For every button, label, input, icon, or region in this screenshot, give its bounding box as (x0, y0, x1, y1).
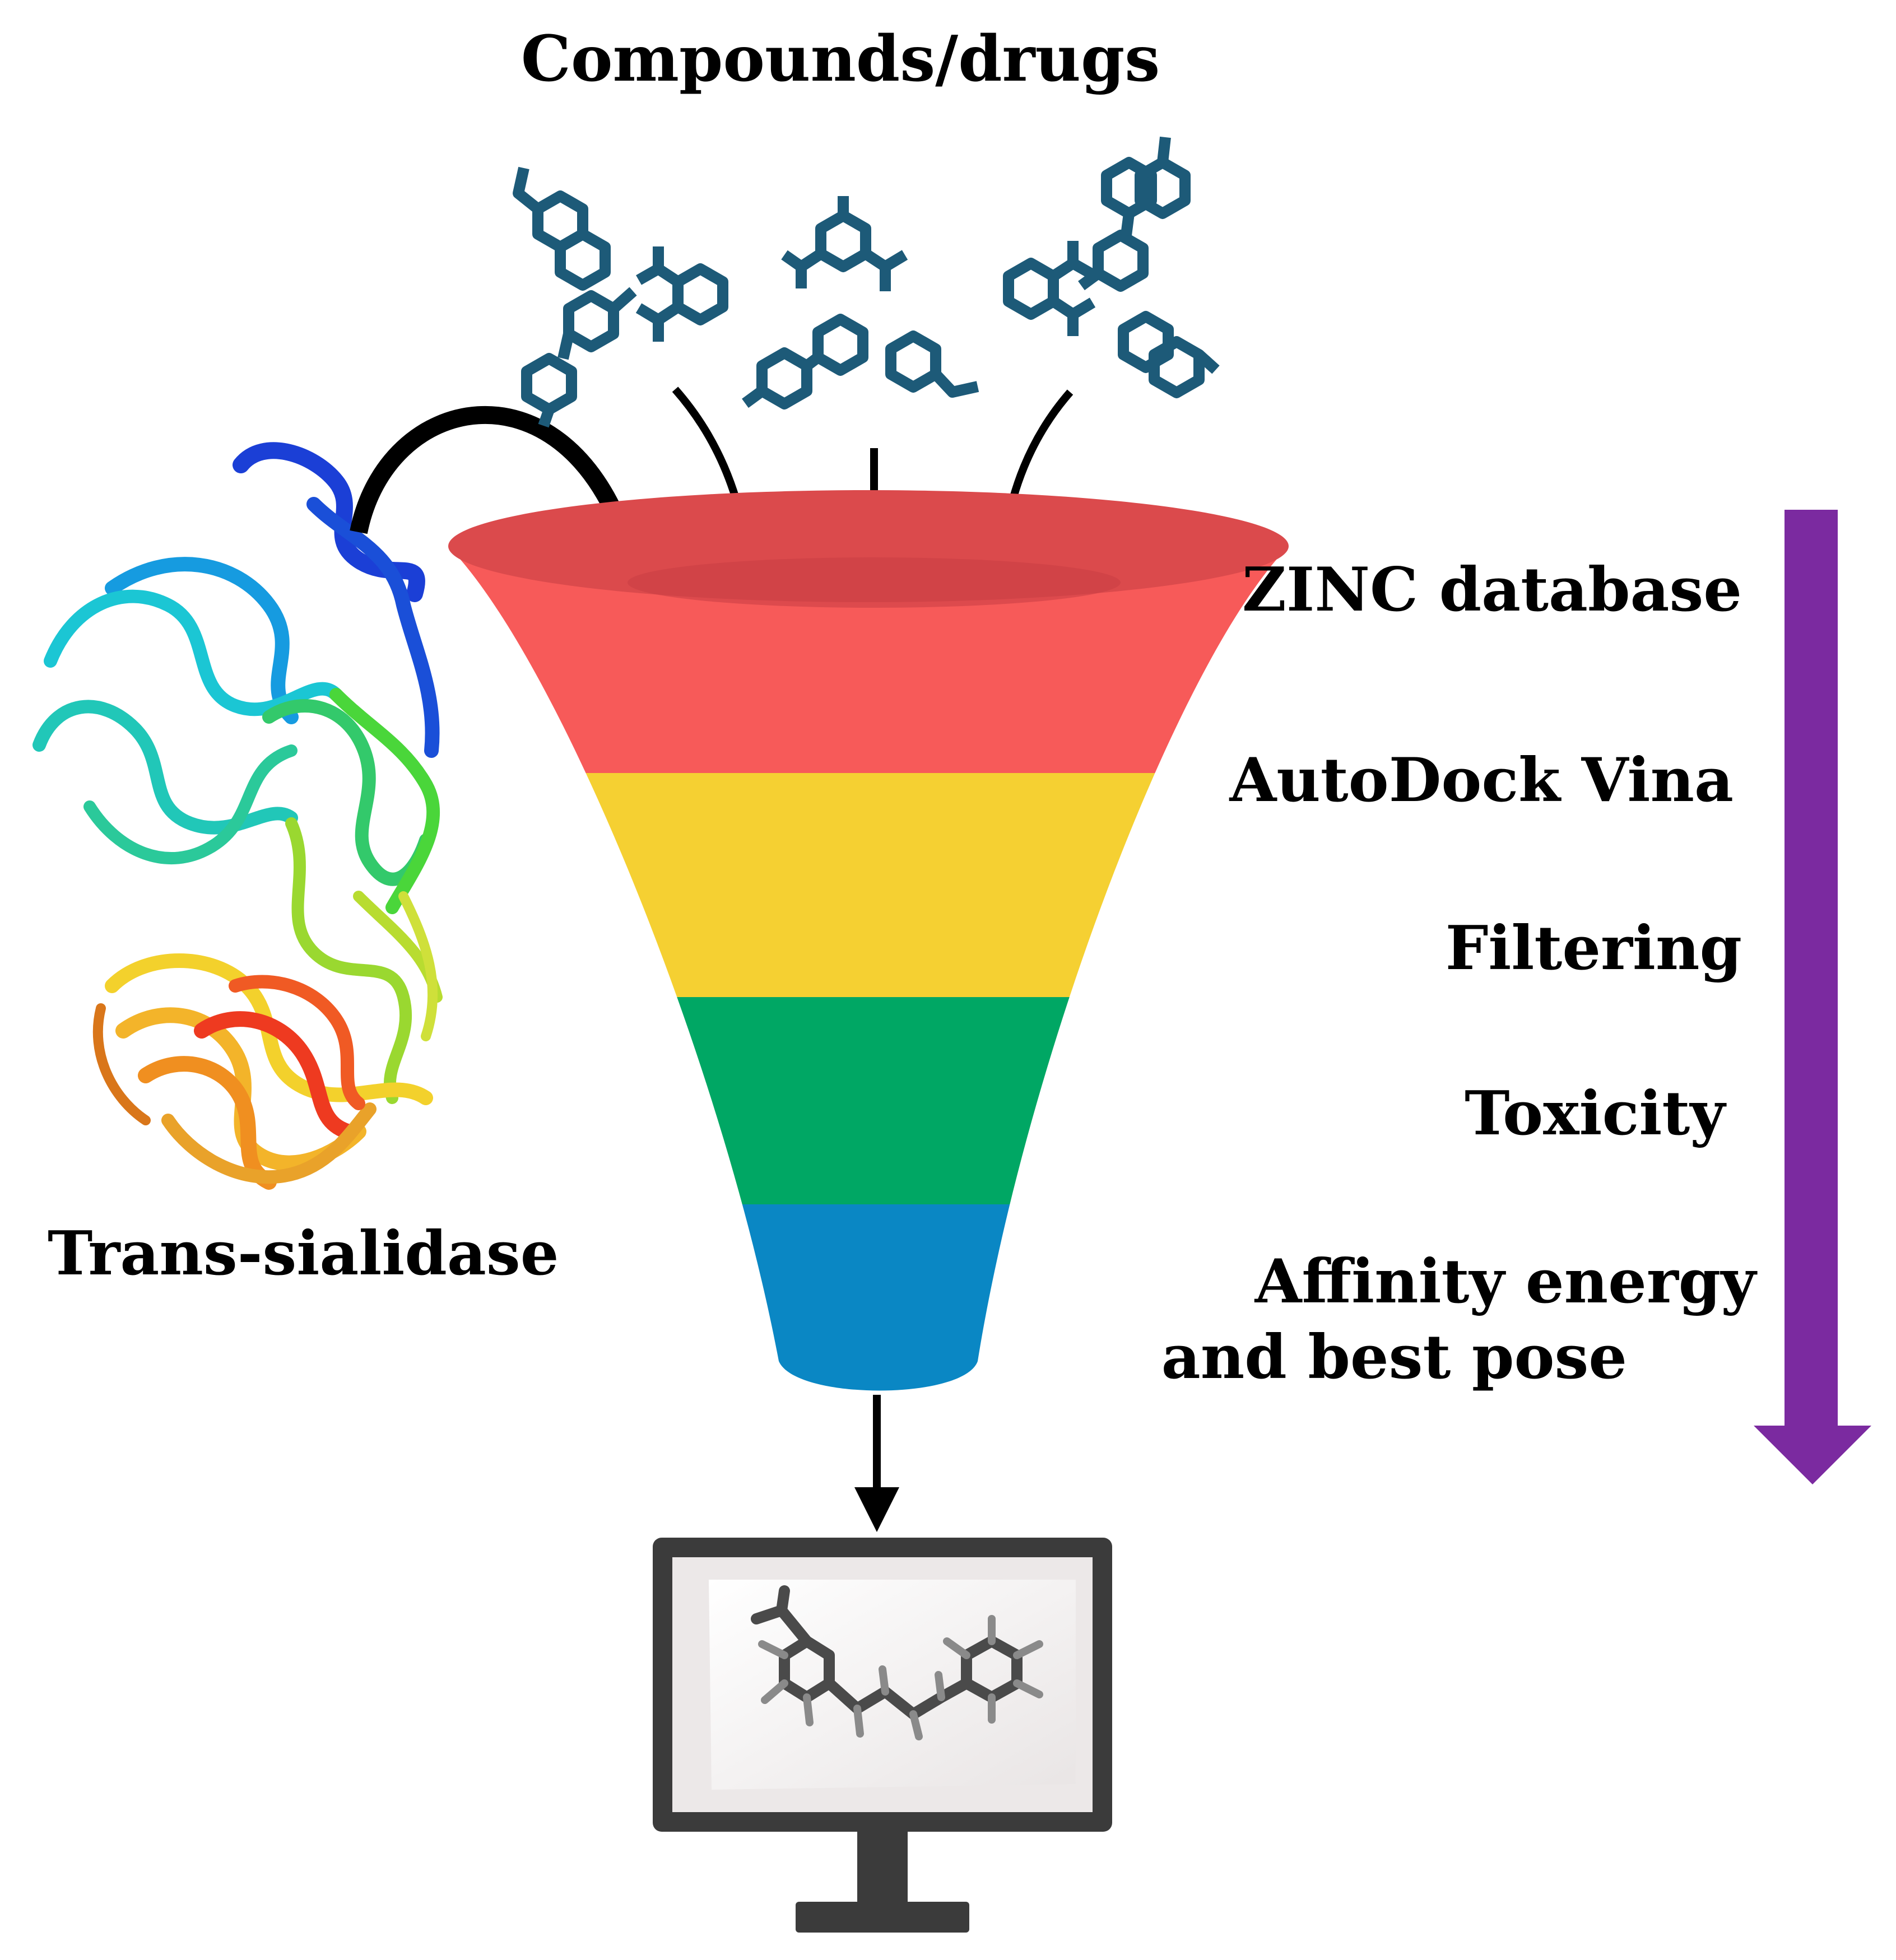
monitor-icon (653, 1538, 1112, 1933)
protein-label: Trans-sialidase (48, 1218, 559, 1289)
protein-to-funnel-arrow (350, 406, 634, 541)
step-best-pose: and best pose (1161, 1322, 1627, 1393)
step-filtering: Filtering (1445, 913, 1742, 984)
step-affinity-energy: Affinity energy (1254, 1246, 1756, 1317)
molecule-icon (513, 136, 1220, 428)
compounds-title: Compounds/drugs (521, 22, 1160, 96)
funnel-band-autodock (448, 773, 1289, 997)
step-zinc-database: ZINC database (1242, 555, 1742, 625)
step-autodock-vina: AutoDock Vina (1229, 745, 1734, 816)
funnel-band-filtering (448, 997, 1289, 1204)
progress-down-arrow (1754, 510, 1871, 1484)
step-toxicity: Toxicity (1465, 1078, 1725, 1149)
ball-and-stick-molecule-icon (751, 1585, 1043, 1740)
protein-ribbon-icon (32, 442, 443, 1190)
